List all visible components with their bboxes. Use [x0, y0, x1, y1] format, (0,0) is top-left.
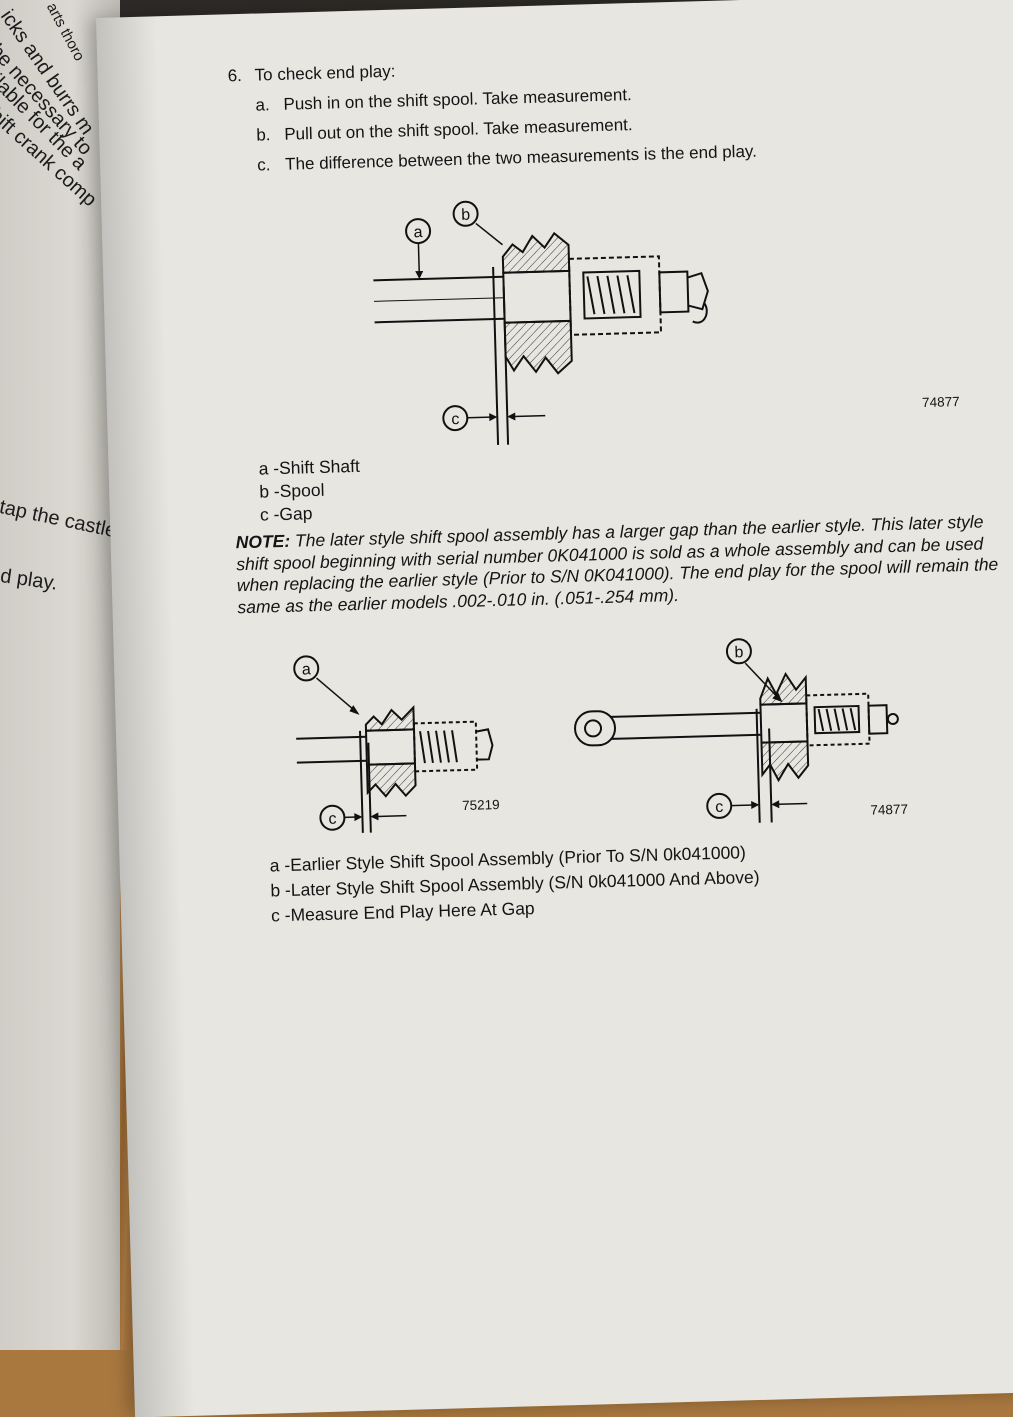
legend-item: c -Measure End Play Here At Gap [271, 898, 535, 926]
figure-number: 74877 [922, 394, 960, 410]
earlier-spool-diagram: a c [294, 646, 549, 838]
callout-a-label: a [302, 661, 311, 678]
left-page-fragment: arts thoro [43, 0, 88, 64]
manual-page: 6. To check end play: a. Push in on the … [96, 0, 1013, 1417]
note-paragraph: NOTE: The later style shift spool assemb… [235, 511, 1013, 619]
step-title: To check end play: [254, 62, 395, 86]
substep-text: The difference between the two measureme… [285, 142, 757, 175]
step-number: 6. [227, 66, 242, 86]
callout-b-label: b [461, 207, 470, 224]
legend-item: b -Spool [259, 480, 325, 503]
note-text: The later style shift spool assembly has… [236, 511, 999, 616]
substep-letter: c. [257, 155, 271, 175]
later-spool-diagram: b c [568, 621, 913, 830]
callout-c-label: c [451, 411, 459, 428]
substep-text: Push in on the shift spool. Take measure… [283, 85, 632, 115]
callout-a-label: a [413, 224, 422, 241]
callout-b-label: b [734, 644, 743, 661]
substep-letter: a. [255, 95, 270, 115]
callout-c-label: c [715, 799, 723, 816]
note-label: NOTE: [235, 531, 290, 553]
left-page-fragment: d play. [0, 565, 59, 596]
shift-shaft-spool-diagram: a b c [371, 180, 738, 450]
figure-number: 75219 [462, 797, 500, 813]
legend-item: a -Shift Shaft [258, 456, 360, 480]
left-page-fragment: tap the castle [0, 496, 118, 543]
callout-c-label: c [328, 811, 336, 828]
figure-number: 74877 [870, 802, 908, 818]
legend-item: c -Gap [260, 503, 313, 525]
substep-text: Pull out on the shift spool. Take measur… [284, 115, 633, 145]
substep-letter: b. [256, 125, 271, 145]
